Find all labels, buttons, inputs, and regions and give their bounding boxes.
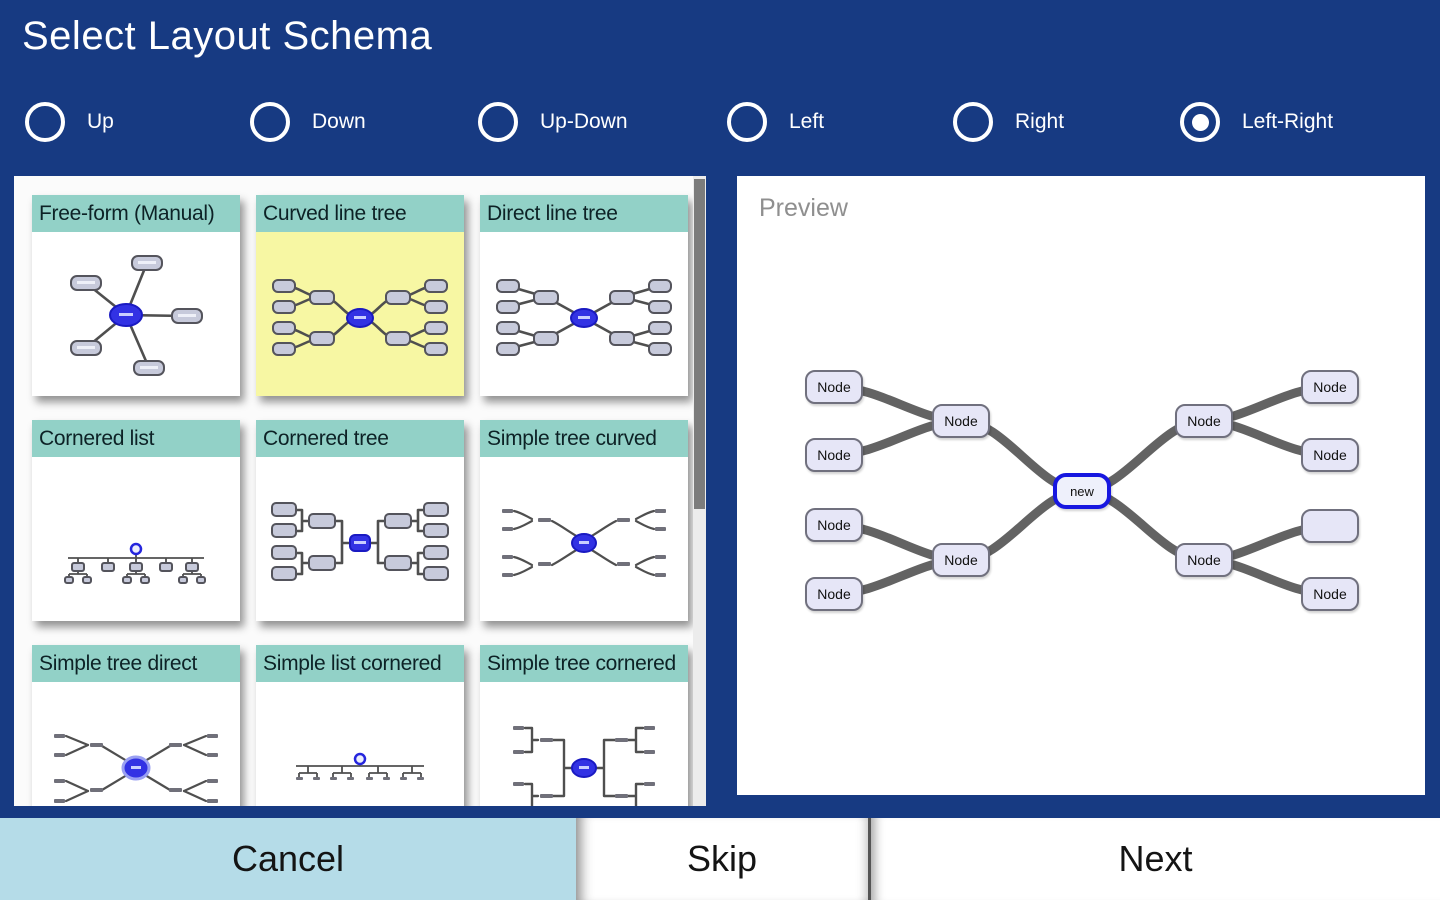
preview-node: Node xyxy=(1301,370,1359,404)
schema-tile-title: Simple tree curved xyxy=(480,420,688,457)
curved-line-tree-diagram-icon xyxy=(272,279,448,356)
schema-tile-title: Simple list cornered xyxy=(256,645,464,682)
cornered-list-diagram-icon xyxy=(64,542,206,584)
radio-label: Left-Right xyxy=(1242,110,1334,133)
radio-circle-icon xyxy=(953,102,993,142)
schema-tile-direct-line-tree[interactable]: Direct line tree xyxy=(480,195,688,396)
schema-tile-title: Cornered tree xyxy=(256,420,464,457)
schema-tile-title: Curved line tree xyxy=(256,195,464,232)
radio-circle-icon xyxy=(727,102,767,142)
preview-node: Node xyxy=(1175,404,1233,438)
preview-node: Node xyxy=(1301,577,1359,611)
page-title: Select Layout Schema xyxy=(22,14,433,58)
radio-up-down[interactable]: Up-Down xyxy=(478,99,628,145)
radio-label: Right xyxy=(1015,110,1065,133)
cancel-button[interactable]: Cancel xyxy=(0,818,576,900)
schema-tile-cornered-list[interactable]: Cornered list xyxy=(32,420,240,621)
radio-label: Down xyxy=(312,110,366,133)
schema-tile-title: Free-form (Manual) xyxy=(32,195,240,232)
preview-node: Node xyxy=(1301,438,1359,472)
dialog-footer: Cancel Skip Next xyxy=(0,818,1440,900)
radio-circle-icon xyxy=(25,102,65,142)
radio-label: Up-Down xyxy=(540,110,628,133)
schema-tile-simple-tree-curved[interactable]: Simple tree curved xyxy=(480,420,688,621)
preview-node: Node xyxy=(932,543,990,577)
simple-list-cornered-diagram-icon xyxy=(296,752,424,780)
schema-tile-simple-tree-cornered[interactable]: Simple tree cornered xyxy=(480,645,688,806)
preview-node: Node xyxy=(805,508,863,542)
radio-circle-icon xyxy=(250,102,290,142)
preview-node: Node xyxy=(805,577,863,611)
schema-tile-title: Cornered list xyxy=(32,420,240,457)
schema-tile-free-form[interactable]: Free-form (Manual) xyxy=(32,195,240,396)
direct-line-tree-diagram-icon xyxy=(496,279,672,356)
radio-left-right[interactable]: Left-Right xyxy=(1180,99,1333,145)
schema-tile-curved-line-tree[interactable]: Curved line tree xyxy=(256,195,464,396)
preview-node: Node xyxy=(805,370,863,404)
simple-tree-curved-diagram-icon xyxy=(502,509,666,577)
schema-tile-title: Simple tree cornered xyxy=(480,645,688,682)
preview-node: Node xyxy=(932,404,990,438)
schema-tile-simple-tree-direct[interactable]: Simple tree direct xyxy=(32,645,240,806)
schema-tile-cornered-tree[interactable]: Cornered tree xyxy=(256,420,464,621)
schema-tile-title: Simple tree direct xyxy=(32,645,240,682)
next-button[interactable]: Next xyxy=(868,818,1440,900)
schema-grid-panel: Free-form (Manual) xyxy=(14,176,706,806)
cornered-tree-diagram-icon xyxy=(271,502,449,581)
preview-center-node: new xyxy=(1053,473,1111,509)
preview-panel: Preview Node Node Node Node Node Node ne xyxy=(737,176,1425,795)
simple-tree-cornered-diagram-icon xyxy=(513,726,655,806)
skip-button[interactable]: Skip xyxy=(576,818,868,900)
preview-node: Node xyxy=(1175,543,1233,577)
schema-tile-simple-list-cornered[interactable]: Simple list cornered xyxy=(256,645,464,806)
radio-dot-icon xyxy=(1191,113,1209,131)
radio-up[interactable]: Up xyxy=(25,99,114,145)
radio-circle-icon xyxy=(478,102,518,142)
radio-down[interactable]: Down xyxy=(250,99,366,145)
schema-panel-scrollbar xyxy=(693,176,706,806)
preview-node: Node xyxy=(805,438,863,472)
preview-title: Preview xyxy=(759,194,848,222)
radio-right[interactable]: Right xyxy=(953,99,1064,145)
free-form-diagram-icon xyxy=(70,255,203,376)
preview-node-empty xyxy=(1301,509,1359,543)
radio-circle-icon xyxy=(1180,102,1220,142)
simple-tree-direct-diagram-icon xyxy=(54,734,218,803)
radio-label: Up xyxy=(87,110,114,133)
radio-label: Left xyxy=(789,110,825,133)
scrollbar-thumb[interactable] xyxy=(694,179,705,509)
schema-tile-title: Direct line tree xyxy=(480,195,688,232)
radio-left[interactable]: Left xyxy=(727,99,824,145)
